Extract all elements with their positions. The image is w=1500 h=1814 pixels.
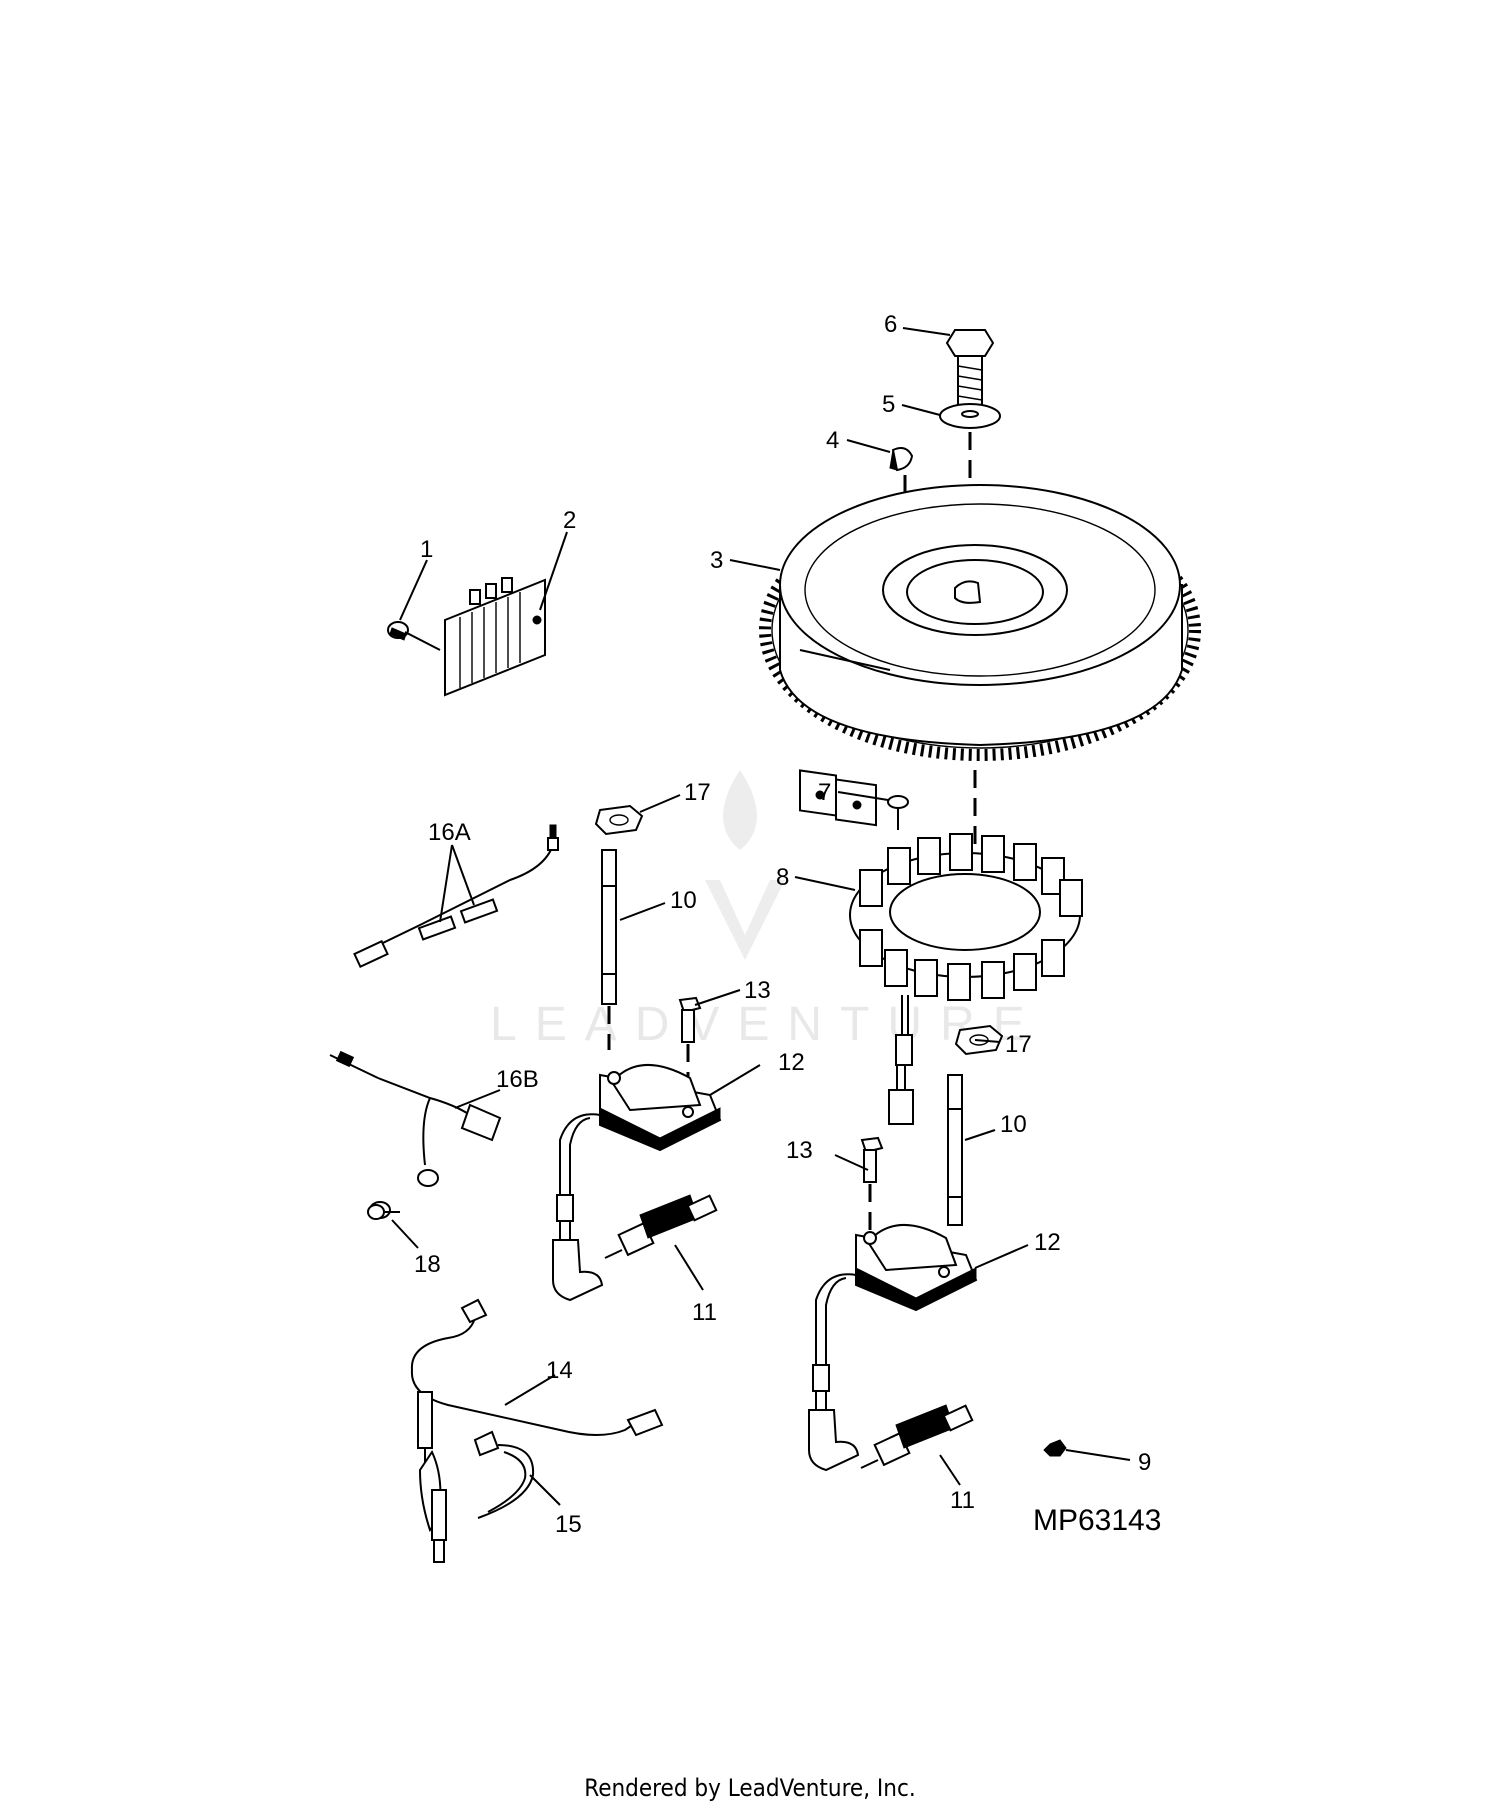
watermark-text: LEADVENTURE <box>490 998 1043 1051</box>
part-spark-plug-left <box>604 1194 718 1259</box>
part-spark-plug-right <box>860 1404 974 1469</box>
callout-6: 6 <box>884 311 897 338</box>
part-rectifier-regulator <box>444 577 546 697</box>
callout-2: 2 <box>563 507 576 534</box>
callouts: 1 2 3 4 5 6 7 8 9 10 10 11 11 12 12 13 1… <box>414 311 1151 1538</box>
part-nut-left <box>594 804 644 836</box>
callout-13-left: 13 <box>744 977 771 1004</box>
part-lead-16b <box>329 1050 502 1219</box>
callout-10-right: 10 <box>1000 1111 1027 1138</box>
part-woodruff-key <box>889 447 914 472</box>
part-stator <box>849 833 1083 1125</box>
part-ignition-coil-right <box>808 1224 978 1472</box>
render-credit: Rendered by LeadVenture, Inc. <box>584 1774 916 1802</box>
callout-10-left: 10 <box>670 887 697 914</box>
part-screw-coil-right <box>860 1136 884 1232</box>
callout-9: 9 <box>1138 1449 1151 1476</box>
watermark: LEADVENTURE <box>490 770 1043 1051</box>
callout-3: 3 <box>710 547 723 574</box>
leader-lines <box>391 327 1131 1506</box>
callout-14: 14 <box>546 1357 573 1384</box>
callout-16b: 16B <box>496 1066 539 1093</box>
callout-12-right: 12 <box>1034 1229 1061 1256</box>
callout-15: 15 <box>555 1511 582 1538</box>
callout-11-right: 11 <box>950 1487 975 1514</box>
part-small-nut <box>1043 1439 1067 1457</box>
part-stud-right <box>947 1074 963 1226</box>
part-stud-left <box>601 849 617 1050</box>
callout-12-left: 12 <box>778 1049 805 1076</box>
diagram-code: MP63143 <box>1033 1504 1161 1537</box>
callout-5: 5 <box>882 391 895 418</box>
part-lead-14 <box>410 1298 664 1563</box>
callout-11-left: 11 <box>692 1299 717 1326</box>
callout-8: 8 <box>776 864 789 891</box>
callout-1: 1 <box>420 536 433 563</box>
part-screw-regulator <box>387 621 441 651</box>
callout-16a: 16A <box>428 819 471 846</box>
part-screw-ground <box>367 1204 385 1220</box>
part-washer <box>939 403 1001 429</box>
callout-4: 4 <box>826 427 839 454</box>
callout-17-right: 17 <box>1005 1031 1032 1058</box>
part-flywheel <box>759 484 1201 827</box>
part-bolt <box>945 329 995 407</box>
callout-7: 7 <box>818 779 831 806</box>
callout-13-right: 13 <box>786 1137 813 1164</box>
callout-17-top: 17 <box>684 779 711 806</box>
part-ignition-coil-left <box>552 1064 722 1302</box>
part-lead-15 <box>473 1430 535 1519</box>
part-screw-stator <box>887 795 909 830</box>
callout-18: 18 <box>414 1251 441 1278</box>
part-lead-16a <box>353 824 559 969</box>
